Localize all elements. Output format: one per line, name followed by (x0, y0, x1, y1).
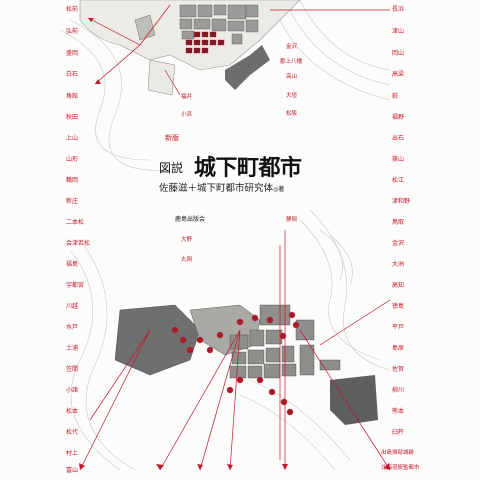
city-label: 鳥取 (392, 219, 405, 226)
city-label: 長浜 (392, 6, 405, 13)
city-label: 熊本 (392, 408, 405, 415)
publisher-name: 鹿島出版会 (175, 216, 206, 223)
city-label: 宇都宮 (66, 282, 85, 289)
city-label: 川越 (66, 303, 79, 310)
city-label: 新庄 (66, 198, 79, 205)
city-label: 水戸 (66, 324, 79, 331)
city-label: 大垣 (286, 93, 298, 99)
city-label: 松江 (392, 177, 405, 184)
city-label: 柳川 (392, 387, 405, 394)
city-label: 金沢 (392, 240, 405, 247)
city-label: 北海道統監都市 (381, 465, 420, 471)
city-label: 盛岡 (66, 50, 79, 57)
edition-badge: 新版 (165, 134, 179, 142)
city-label: 福野 (392, 114, 405, 121)
city-label: 島原 (392, 345, 405, 352)
city-label: 津山 (392, 28, 405, 35)
city-label: 徳島 (392, 303, 405, 310)
city-label: 大野 (181, 237, 193, 243)
city-label: 弘前 (66, 28, 79, 35)
city-label: 小浜 (181, 112, 193, 118)
city-label: 高山 (286, 74, 298, 80)
city-label: 高知 (392, 282, 405, 289)
city-label: 松阪 (286, 111, 298, 117)
city-label: 出石 (392, 135, 405, 142)
city-label: 金沢 (286, 44, 298, 50)
author-line: 佐藤滋＋城下町都市研究体◎著 (159, 180, 284, 194)
city-label: 平戸 (392, 324, 405, 331)
city-label: 郡上八幡 (280, 59, 303, 65)
city-label: 岡山 (392, 50, 405, 57)
city-label: 高梁 (392, 71, 405, 78)
city-label: 篠山 (392, 156, 405, 163)
city-label: 上山 (66, 135, 79, 142)
city-label: 丸岡 (181, 257, 193, 263)
city-label: 松本 (66, 408, 79, 415)
city-label: 山形 (66, 156, 79, 163)
city-label: 出島掃部城跡 (381, 450, 415, 456)
city-label: 土浦 (66, 345, 79, 352)
city-label: 臼杵 (392, 429, 405, 436)
city-label: 二本松 (66, 219, 85, 226)
city-label: 村上 (66, 450, 79, 457)
city-label: 会津若松 (66, 240, 91, 247)
city-label: 松前 (66, 6, 79, 13)
book-title: 城下町都市 (194, 156, 302, 181)
author-names: 佐藤滋＋城下町都市研究体 (159, 183, 274, 194)
author-suffix: ◎著 (273, 186, 285, 193)
city-label: 松代 (66, 429, 79, 436)
city-label: 静岡 (286, 217, 298, 223)
city-label: 佐賀 (392, 366, 405, 373)
city-label: 角館 (66, 93, 79, 100)
title-prefix: 図説 (159, 161, 184, 175)
city-label: 福島 (66, 261, 79, 268)
city-label: 小諸 (66, 387, 79, 394)
city-label: 萩 (392, 93, 399, 100)
city-label: 笠間 (66, 366, 79, 373)
city-label: 秋田 (66, 114, 79, 121)
city-label: 津和野 (392, 198, 411, 205)
city-label: 白石 (66, 71, 79, 78)
city-label: 鶴岡 (66, 177, 79, 184)
city-label: 福井 (181, 94, 193, 100)
city-label: 富山 (66, 467, 79, 474)
city-label: 大洲 (392, 261, 405, 268)
